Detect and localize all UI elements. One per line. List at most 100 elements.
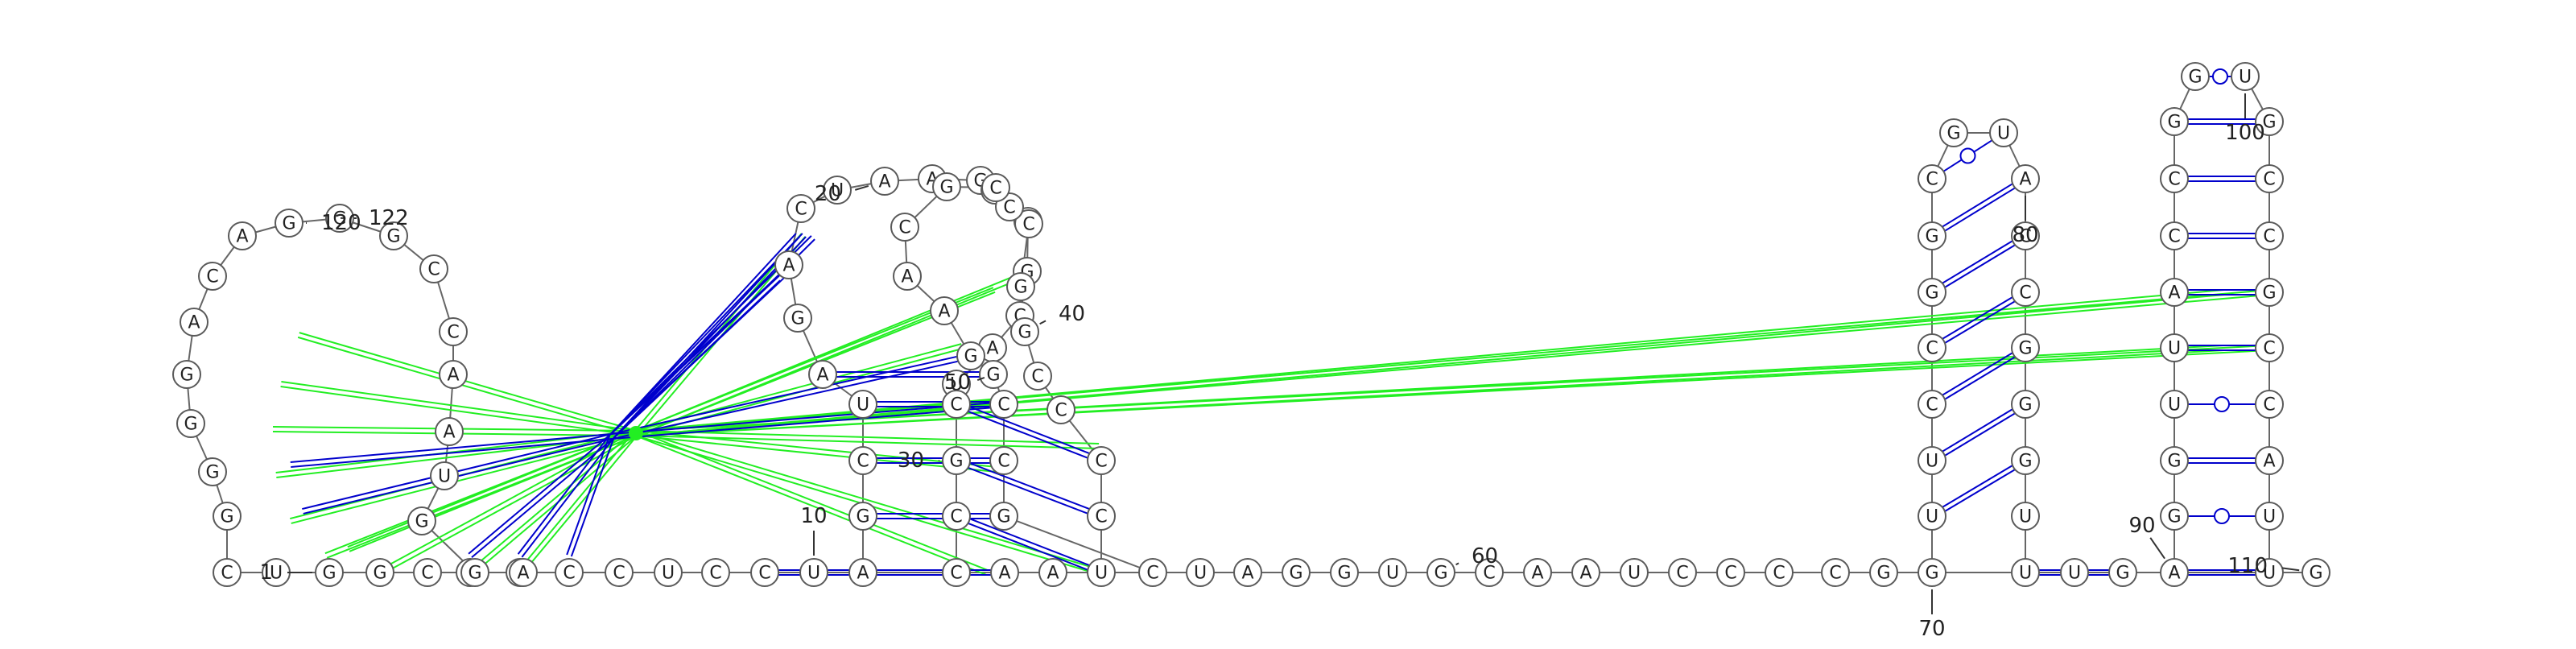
position-number-label: 50	[944, 370, 971, 395]
base-pair-line	[969, 518, 1090, 566]
position-tick	[1455, 562, 1459, 566]
nucleotide-circle	[848, 502, 877, 531]
nucleotide-letter: C	[2019, 283, 2031, 304]
nucleotide-circle	[2160, 221, 2189, 250]
nucleotide-45: C	[981, 173, 1010, 202]
nucleotide-circle	[2060, 558, 2089, 587]
nucleotide-circle	[1038, 558, 1067, 587]
pseudoknot-pair-line	[380, 434, 638, 576]
nucleotide-18: A	[774, 250, 803, 279]
base-pair-line	[1944, 187, 2016, 232]
pseudoknot-pair-line	[517, 431, 635, 572]
nucleotide-56: U	[1186, 558, 1215, 587]
nucleotide-125: C	[439, 317, 468, 346]
nucleotide-circle	[198, 457, 227, 486]
nucleotide-letter: C	[2263, 339, 2275, 359]
nucleotide-circle	[2160, 164, 2189, 193]
base-pair-line	[1944, 356, 2016, 400]
nucleotide-70: G	[1869, 558, 1898, 587]
nucleotide-letter: C	[1773, 564, 1785, 584]
base-pair-line	[969, 406, 1090, 454]
nucleotide-15: U	[848, 390, 877, 419]
nucleotide-circle	[893, 262, 922, 291]
position-number-label: 90	[2128, 514, 2155, 538]
nucleotide-circle	[823, 176, 852, 205]
nucleotide-circle	[1765, 558, 1794, 587]
nucleotide-43: C	[1014, 209, 1043, 238]
nucleotide-circle	[1918, 221, 1946, 250]
nucleotide-95: U	[2160, 333, 2189, 362]
nucleotide-letter: G	[986, 366, 1000, 386]
nucleotide-circle	[1378, 558, 1407, 587]
nucleotide-circle	[213, 558, 242, 587]
nucleotide-circle	[774, 250, 803, 279]
nucleotide-20: U	[823, 176, 852, 205]
gu-pair-marker	[2214, 396, 2230, 412]
nucleotide-circle	[1918, 164, 1946, 193]
nucleotide-circle	[1046, 395, 1075, 424]
nucleotide-circle	[1014, 209, 1043, 238]
nucleotide-circle	[1010, 317, 1039, 346]
nucleotide-84: G	[2011, 333, 2040, 362]
nucleotide-35: A	[1038, 558, 1067, 587]
nucleotide-circle	[1233, 558, 1262, 587]
nucleotide-circle	[2160, 278, 2189, 307]
nucleotide-letter: C	[1926, 170, 1938, 190]
nucleotide-letter: C	[1926, 339, 1938, 359]
nucleotide-131: A	[509, 558, 538, 587]
nucleotide-49: A	[930, 296, 959, 325]
nucleotide-letter: C	[206, 267, 218, 287]
nucleotide-letter: U	[2168, 339, 2181, 359]
nucleotide-letter: C	[1926, 395, 1938, 415]
nucleotide-circle	[275, 209, 303, 238]
position-number-label: 120	[321, 211, 361, 235]
nucleotide-75: C	[1918, 333, 1946, 362]
position-number-label: 110	[2227, 554, 2268, 578]
nucleotide-51: G	[979, 360, 1008, 389]
nucleotide-1: G	[315, 558, 344, 587]
nucleotide-90: G	[2108, 558, 2137, 587]
nucleotide-104: C	[2255, 221, 2284, 250]
nucleotide-circle	[990, 558, 1019, 587]
nucleotide-10: C	[750, 558, 779, 587]
nucleotide-53: C	[989, 446, 1018, 475]
nucleotide-letter: C	[997, 452, 1009, 472]
nucleotide-letter: U	[2019, 507, 2032, 527]
position-number-50: 50	[944, 370, 985, 395]
base-pair-line	[968, 466, 1088, 515]
nucleotide-circle	[930, 296, 959, 325]
nucleotide-letter: U	[950, 375, 963, 395]
nucleotide-letter: C	[1022, 215, 1034, 235]
nucleotide-14: C	[848, 446, 877, 475]
nucleotide-circle	[2255, 446, 2284, 475]
nucleotide-letter: A	[2168, 283, 2180, 304]
position-number-120: 120	[306, 211, 361, 235]
nucleotide-116: G	[176, 409, 205, 438]
position-number-1: 1	[259, 560, 312, 585]
position-number-label: 100	[2225, 121, 2265, 145]
nucleotide-110: U	[2255, 558, 2284, 587]
pseudoknot-pair-line	[636, 430, 1103, 572]
nucleotide-circle	[1939, 118, 1968, 147]
gu-pair-marker	[2212, 68, 2228, 85]
nucleotide-130: G	[460, 558, 489, 587]
position-number-80: 80	[2012, 196, 2039, 247]
nucleotide-circle	[430, 461, 459, 490]
position-number-label: 20	[815, 182, 841, 206]
nucleotide-circle	[989, 390, 1018, 419]
nucleotide-letter: G	[2018, 452, 2032, 472]
nucleotide-100: G	[2181, 62, 2210, 91]
nucleotide-107: C	[2255, 390, 2284, 419]
nucleotide-letter: C	[2168, 170, 2180, 190]
nucleotide-circle	[1426, 558, 1455, 587]
nucleotide-letter: C	[1146, 564, 1158, 584]
nucleotide-circle	[460, 558, 489, 587]
nucleotide-circle	[1087, 558, 1116, 587]
backbone-layer	[186, 76, 2316, 573]
nucleotide-81: A	[2011, 164, 2040, 193]
nucleotide-60: U	[1378, 558, 1407, 587]
nucleotide-58: G	[1282, 558, 1311, 587]
nucleotide-circle	[325, 204, 354, 233]
nucleotide-letter: G	[2262, 113, 2276, 133]
nucleotide-circle	[848, 446, 877, 475]
